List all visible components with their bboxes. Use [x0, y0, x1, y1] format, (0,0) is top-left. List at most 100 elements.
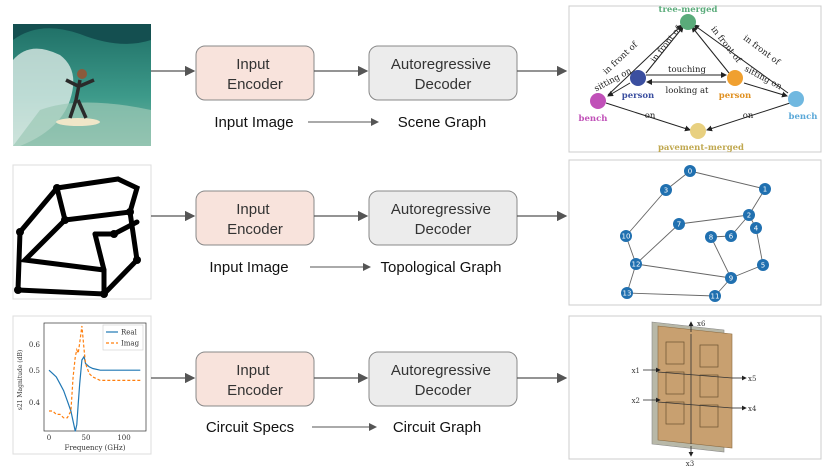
decoder-box-3: Autoregressive Decoder — [368, 351, 518, 407]
topo-node-9: 9 — [725, 272, 737, 284]
sg-edge-person1-tree — [645, 26, 684, 74]
chart-ytick-1: 0.6 — [29, 341, 41, 349]
topo-node-11: 11 — [709, 290, 721, 302]
output-caption-1: Scene Graph — [398, 114, 486, 131]
sg-label-8: looking at — [666, 86, 710, 96]
encoder-label-1-line2: Encoder — [227, 76, 283, 93]
chart-series-imag — [49, 325, 141, 419]
topo-node-3: 3 — [660, 184, 672, 196]
svg-text:4: 4 — [754, 225, 759, 233]
circuit-port-3: x3 — [686, 460, 694, 468]
svg-text:5: 5 — [761, 262, 765, 270]
legend-imag-label: Imag — [121, 340, 140, 348]
topological-graph-panel: 0 1 2 3 4 5 6 7 8 9 10 11 12 13 — [568, 159, 822, 306]
sg-node-bench-2 — [788, 91, 804, 107]
topo-node-6: 6 — [725, 230, 737, 242]
chart-legend: Real Imag — [102, 324, 144, 351]
circuit-graph-panel: x1 x2 x3 x4 x5 x6 — [568, 315, 822, 468]
encoder-label-1: Input Encoder — [227, 56, 283, 93]
circuit-port-arrows — [643, 321, 747, 457]
decoder-label-3-line1: Autoregressive — [391, 362, 491, 379]
sg-node-bench-2-label: bench — [789, 112, 818, 122]
input-caption-3: Circuit Specs — [206, 419, 294, 436]
decoder-label-1-line1: Autoregressive — [391, 56, 491, 73]
chart-series-group — [48, 325, 141, 432]
topo-node-8: 8 — [705, 231, 717, 243]
encoder-box-3: Input Encoder — [195, 351, 315, 407]
input-caption-1: Input Image — [214, 114, 293, 131]
sg-edge-person2-tree — [691, 26, 730, 74]
circuit-port-4: x4 — [748, 405, 757, 413]
circuit-port-6: x6 — [697, 320, 706, 328]
sg-node-person-2 — [727, 70, 743, 86]
output-caption-2: Topological Graph — [381, 259, 502, 276]
legend-real-label: Real — [121, 329, 138, 337]
chart-xlabel: Frequency (GHz) — [65, 444, 126, 452]
spec-chart: 0.6 0.5 0.4 0 50 100 Frequency (GHz) s21… — [12, 315, 152, 455]
row-2: Input Encoder Autoregressive Decoder Inp… — [12, 159, 822, 306]
decoder-label-2-line1: Autoregressive — [391, 201, 491, 218]
encoder-label-2: Input Encoder — [227, 201, 283, 238]
svg-text:11: 11 — [711, 293, 720, 301]
decoder-label-2: Autoregressive Decoder — [391, 201, 495, 238]
svg-text:1: 1 — [763, 186, 767, 194]
sg-node-bench-1 — [590, 93, 606, 109]
row-1: Input Encoder Autoregressive Decoder Inp… — [13, 5, 822, 153]
topo-node-12: 12 — [630, 258, 642, 270]
svg-text:9: 9 — [729, 275, 733, 283]
sg-node-tree — [680, 14, 696, 30]
topo-node-5: 5 — [757, 259, 769, 271]
encoder-label-3: Input Encoder — [227, 362, 283, 399]
surf-image — [13, 24, 151, 146]
sg-edge-bench2-pavement — [706, 102, 791, 132]
circuit-port-5: x5 — [748, 375, 756, 383]
svg-text:3: 3 — [664, 187, 668, 195]
sg-edge-bench1-pavement — [605, 102, 691, 132]
chart-ytick-3: 0.4 — [29, 399, 41, 407]
topo-node-10: 10 — [620, 230, 632, 242]
svg-text:8: 8 — [709, 234, 713, 242]
svg-text:6: 6 — [729, 233, 734, 241]
svg-text:12: 12 — [632, 261, 641, 269]
sg-node-pavement — [690, 123, 706, 139]
decoder-box-2: Autoregressive Decoder — [368, 190, 518, 246]
circuit-port-1: x1 — [632, 367, 640, 375]
circuit-port-2: x2 — [632, 397, 640, 405]
sg-node-person-1 — [630, 70, 646, 86]
sg-edge-bench1-tree — [607, 24, 683, 96]
chart-axes-frame — [43, 322, 147, 432]
decoder-box-1: Autoregressive Decoder — [368, 45, 518, 101]
encoder-label-3-line2: Encoder — [227, 382, 283, 399]
chart-xtick-2: 50 — [82, 434, 91, 442]
topo-node-1: 1 — [759, 183, 771, 195]
decoder-label-3: Autoregressive Decoder — [391, 362, 495, 399]
sg-label-7: touching — [668, 65, 706, 75]
chart-xtick-3: 100 — [117, 434, 130, 442]
svg-text:0: 0 — [688, 168, 692, 176]
sg-label-10: on — [743, 111, 754, 121]
decoder-label-1: Autoregressive Decoder — [391, 56, 495, 93]
circuit-feedlines — [657, 334, 733, 444]
sg-node-person-2-label: person — [719, 91, 751, 101]
encoder-label-3-line1: Input — [236, 362, 270, 379]
decoder-label-1-line2: Decoder — [415, 76, 472, 93]
chart-ylabel: s21 Magnitude (dB) — [17, 350, 24, 410]
svg-text:13: 13 — [623, 290, 632, 298]
topo-node-0: 0 — [684, 165, 696, 177]
topo-node-7: 7 — [673, 218, 685, 230]
sg-node-person-1-label: person — [622, 91, 654, 101]
circuit-resonators — [665, 341, 719, 428]
input-caption-2: Input Image — [209, 259, 288, 276]
topo-node-13: 13 — [621, 287, 633, 299]
decoder-label-3-line2: Decoder — [415, 382, 472, 399]
topo-node-4: 4 — [750, 222, 762, 234]
chart-xtick-1: 0 — [47, 434, 51, 442]
svg-text:10: 10 — [622, 233, 631, 241]
encoder-label-2-line2: Encoder — [227, 221, 283, 238]
sg-edge-person1-bench1 — [607, 82, 631, 97]
sg-edge-person2-bench2 — [743, 82, 788, 98]
sg-edge-bench2-tree — [693, 24, 789, 94]
output-caption-3: Circuit Graph — [393, 419, 481, 436]
sg-node-bench-1-label: bench — [579, 114, 608, 124]
